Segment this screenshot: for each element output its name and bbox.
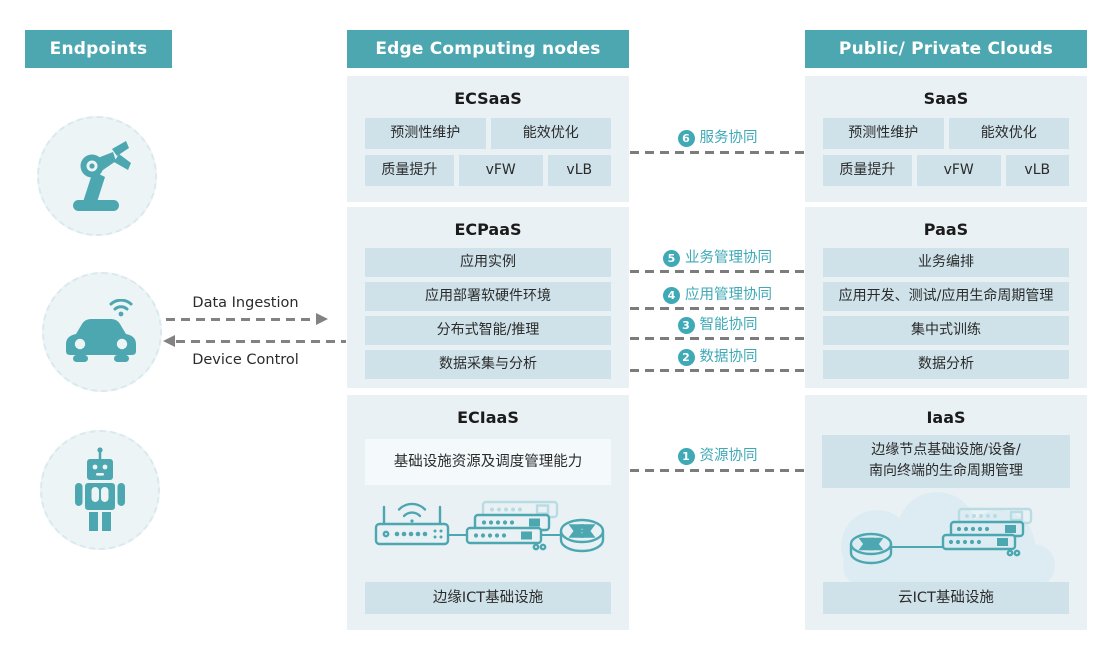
ecpaas-section: ECPaaS 应用实例 应用部署软硬件环境 分布式智能/推理 数据采集与分析 — [347, 207, 629, 388]
service-chip: vFW — [916, 155, 1001, 186]
capability-chip: 数据采集与分析 — [365, 350, 611, 379]
service-chip: vLB — [1005, 155, 1069, 186]
collab-item-app-mgmt: 4 应用管理协同 — [630, 286, 805, 304]
capability-chip: 分布式智能/推理 — [365, 316, 611, 345]
service-chip: 质量提升 — [823, 155, 912, 186]
wireless-ap-icon — [374, 502, 450, 546]
ecsaas-title: ECSaaS — [454, 89, 522, 108]
endpoint-connected-car — [42, 272, 162, 392]
capability-line: 南向终端的生命周期管理 — [869, 463, 1023, 479]
robot-arm-icon — [73, 141, 131, 211]
router-icon — [849, 532, 893, 565]
edge-ict-infra-chip: 边缘ICT基础设施 — [365, 582, 611, 614]
service-chip: 预测性维护 — [823, 118, 944, 149]
collab-dashed-line — [630, 307, 805, 310]
arrowhead-right-icon — [316, 313, 328, 325]
collab-label: 业务管理协同 — [685, 250, 772, 266]
arrowhead-left-icon — [163, 335, 175, 347]
collab-label: 服务协同 — [699, 130, 758, 146]
saas-title: SaaS — [923, 89, 969, 108]
device-control-label: Device Control — [192, 352, 299, 368]
collab-number-badge: 5 — [663, 249, 680, 267]
collab-label: 资源协同 — [699, 448, 758, 464]
cloud-ict-infra-chip: 云ICT基础设施 — [823, 582, 1069, 614]
collab-item-business-mgmt: 5 业务管理协同 — [630, 249, 805, 267]
collab-label: 数据协同 — [699, 349, 758, 365]
data-ingestion-arrow — [166, 318, 318, 321]
service-chip: 预测性维护 — [365, 118, 486, 149]
device-control-arrow — [176, 340, 346, 343]
switch-stack-icon — [465, 500, 559, 551]
endpoint-robot — [40, 430, 160, 550]
collab-label: 智能协同 — [699, 317, 758, 333]
column-header-endpoints: Endpoints — [25, 30, 172, 68]
edge-infrastructure-icons — [374, 500, 605, 553]
ecpaas-title: ECPaaS — [454, 220, 522, 239]
collab-dashed-line — [630, 337, 805, 340]
collab-dashed-line — [630, 469, 805, 472]
router-icon — [559, 518, 605, 553]
collab-number-badge: 2 — [677, 348, 695, 366]
capability-line: 边缘节点基础设施/设备/ — [871, 442, 1021, 458]
capability-chip: 数据分析 — [823, 350, 1069, 379]
collab-dashed-line — [630, 369, 805, 372]
iaas-section: IaaS 边缘节点基础设施/设备/ 南向终端的生命周期管理 — [805, 395, 1087, 630]
collab-number-badge: 4 — [663, 286, 680, 304]
eciaas-title: ECIaaS — [457, 408, 519, 427]
capability-chip: 应用实例 — [365, 248, 611, 277]
service-chip: 能效优化 — [948, 118, 1069, 149]
service-chip: vFW — [458, 155, 543, 186]
collab-number-badge: 1 — [677, 447, 695, 465]
capability-chip: 集中式训练 — [823, 316, 1069, 345]
saas-section: SaaS 预测性维护 能效优化 质量提升 vFW vLB — [805, 76, 1087, 202]
paas-section: PaaS 业务编排 应用开发、测试/应用生命周期管理 集中式训练 数据分析 — [805, 207, 1087, 388]
robot-icon — [75, 447, 125, 531]
connected-car-icon — [66, 299, 136, 362]
ecsaas-section: ECSaaS 预测性维护 能效优化 质量提升 vFW vLB — [347, 76, 629, 202]
service-chip: vLB — [547, 155, 611, 186]
capability-chip: 基础设施资源及调度管理能力 — [365, 439, 611, 485]
wifi-icon — [109, 299, 133, 311]
iaas-title: IaaS — [926, 408, 966, 427]
service-chip: 能效优化 — [490, 118, 611, 149]
capability-chip: 业务编排 — [823, 248, 1069, 277]
collab-number-badge: 6 — [677, 129, 695, 147]
switch-stack-icon — [941, 507, 1033, 557]
capability-chip: 应用开发、测试/应用生命周期管理 — [823, 282, 1069, 311]
endpoint-robot-arm — [37, 116, 157, 236]
paas-title: PaaS — [923, 220, 969, 239]
capability-chip: 边缘节点基础设施/设备/ 南向终端的生命周期管理 — [822, 435, 1070, 488]
collab-label: 应用管理协同 — [685, 287, 772, 303]
capability-chip: 应用部署软硬件环境 — [365, 282, 611, 311]
column-header-edge-nodes: Edge Computing nodes — [347, 30, 629, 68]
collab-number-badge: 3 — [677, 316, 695, 334]
data-ingestion-label: Data Ingestion — [192, 295, 299, 311]
service-chip: 质量提升 — [365, 155, 454, 186]
collab-dashed-line — [630, 270, 805, 273]
collab-dashed-line — [630, 151, 805, 154]
cloud-infrastructure-icons — [841, 492, 1055, 587]
eciaas-section: ECIaaS 基础设施资源及调度管理能力 — [347, 395, 629, 630]
column-header-clouds: Public/ Private Clouds — [805, 30, 1087, 68]
